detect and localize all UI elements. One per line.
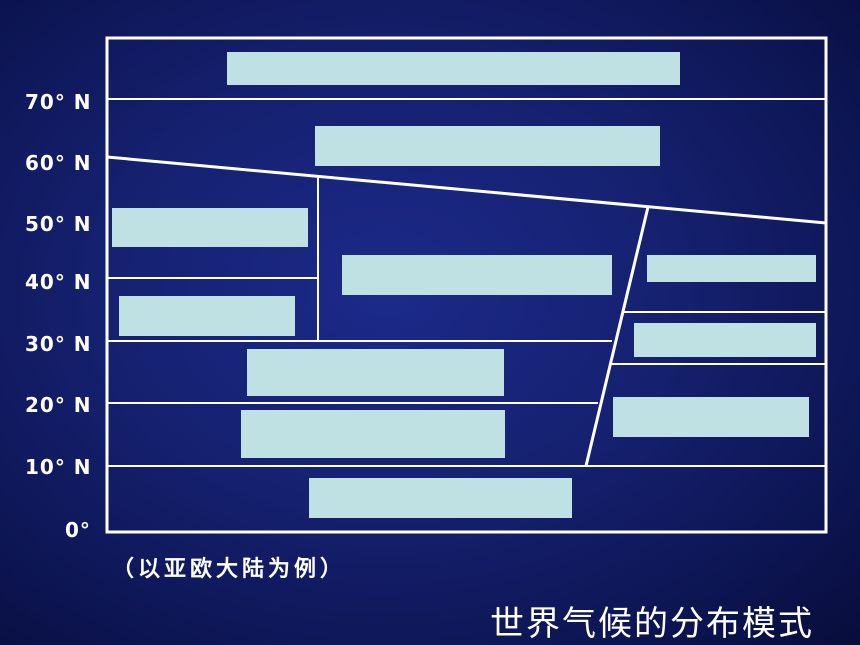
label-box-subpolar	[315, 126, 660, 166]
label-box-west-50	[112, 208, 308, 247]
label-box-east-20	[613, 397, 809, 437]
boundary-slanted-east	[584, 206, 650, 467]
lat-label-60: 60° N	[25, 151, 92, 175]
label-box-15	[241, 410, 505, 458]
lat-label-0: 0°	[65, 518, 91, 542]
diagram-frame	[105, 36, 828, 534]
lat-label-50: 50° N	[25, 212, 92, 236]
lat-label-10: 10° N	[25, 455, 92, 479]
diagram-note: （以亚欧大陆为例）	[112, 557, 347, 582]
label-box-25	[247, 349, 504, 396]
lat-label-70: 70° N	[25, 90, 92, 114]
label-box-east-40	[647, 255, 816, 282]
boundary-sloped	[106, 155, 827, 225]
lat-label-40: 40° N	[25, 270, 92, 294]
label-box-polar	[227, 52, 680, 85]
label-box-interior-40	[342, 255, 612, 295]
label-box-equator	[309, 478, 572, 518]
label-box-east-30	[634, 323, 816, 357]
diagram-title: 世界气候的分布模式	[490, 604, 814, 644]
lat-label-20: 20° N	[25, 393, 92, 417]
label-box-west-35	[119, 296, 295, 336]
lat-label-30: 30° N	[25, 332, 92, 356]
